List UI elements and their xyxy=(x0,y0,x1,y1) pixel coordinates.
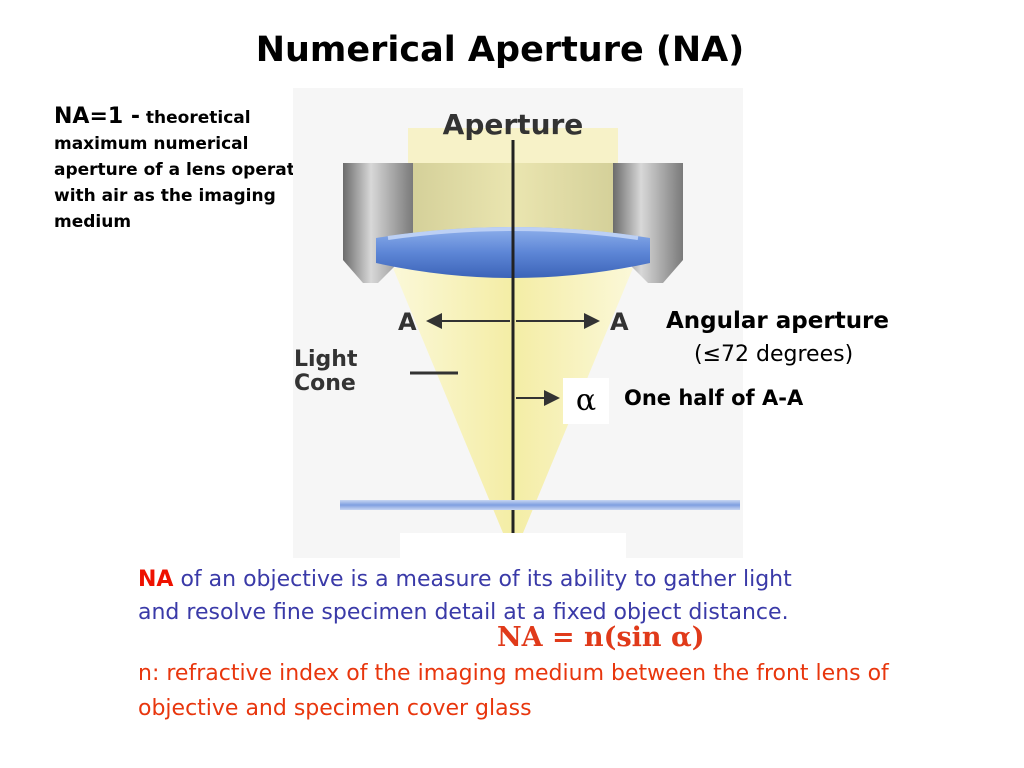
refractive-index-note: n: refractive index of the imaging mediu… xyxy=(138,661,889,721)
a-left-label: A xyxy=(398,308,417,336)
alpha-symbol: α xyxy=(563,378,609,424)
na-word: NA xyxy=(138,567,174,592)
half-angle-label: One half of A-A xyxy=(624,386,804,410)
na-max-text: theoretical maximum numerical aperture o… xyxy=(54,108,325,232)
aperture-label: Aperture xyxy=(443,108,584,141)
na-description: NA of an objective is a measure of its a… xyxy=(138,563,838,629)
light-cone-label-line2: Cone xyxy=(294,371,356,396)
specimen-slide xyxy=(340,500,740,510)
na-formula: NA = n(sin α) xyxy=(497,622,705,653)
objective-diagram: Aperture A A Light Cone xyxy=(293,88,743,558)
angular-aperture-label: Angular aperture xyxy=(666,308,890,334)
angular-open-paren: ( xyxy=(694,342,703,367)
a-right-label: A xyxy=(610,308,629,336)
na-description-text: of an objective is a measure of its abil… xyxy=(138,567,792,625)
diagram-cutout xyxy=(400,533,626,558)
na-max-prefix: NA=1 - xyxy=(54,104,140,129)
light-cone-label-line1: Light xyxy=(294,347,358,372)
page-title: Numerical Aperture (NA) xyxy=(255,30,745,70)
angular-aperture-value: (≤72 degrees) xyxy=(694,342,934,367)
angular-degrees: 72 degrees) xyxy=(721,342,854,367)
na-max-note: NA=1 - theoretical maximum numerical ape… xyxy=(54,104,329,235)
less-equal-symbol: ≤ xyxy=(702,342,722,367)
